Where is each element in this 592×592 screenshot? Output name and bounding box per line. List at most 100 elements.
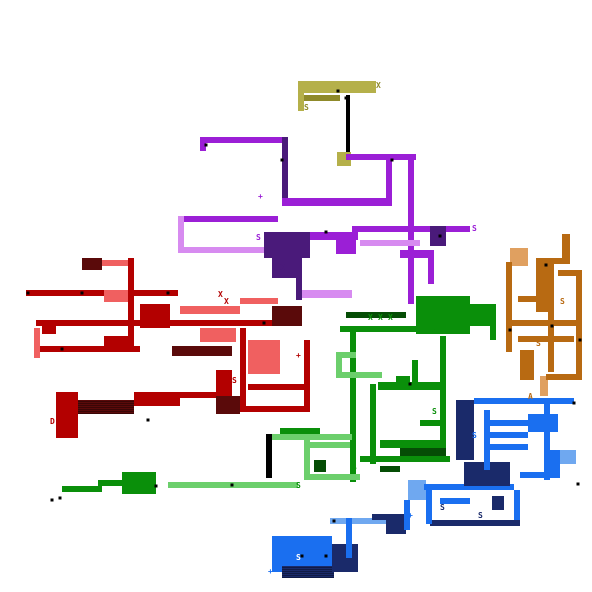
green-drop-b	[412, 360, 418, 390]
orange-ability-marker: A	[528, 392, 533, 401]
red-plus-marker: +	[296, 351, 301, 360]
blue-ladder-1	[484, 420, 528, 426]
door-dot	[390, 158, 394, 162]
room-hatch-line	[78, 407, 134, 408]
red-room-nw	[82, 258, 102, 270]
door-dot	[50, 498, 54, 502]
red-room-e	[272, 306, 302, 326]
green-link-a	[336, 352, 356, 358]
purple-drop-c	[428, 250, 434, 284]
red-save-marker-2: S	[232, 376, 237, 385]
green-corridor-d	[360, 456, 450, 462]
orange-corridor-d	[518, 296, 548, 302]
blue-corridor-e	[520, 472, 560, 478]
door-dot	[578, 338, 582, 342]
door-dot	[166, 291, 170, 295]
orange-top-link	[536, 258, 568, 264]
red-room-center	[140, 304, 170, 328]
red-corridor-h	[240, 406, 310, 412]
blue-room-d	[408, 480, 426, 500]
red-corridor-e	[180, 306, 240, 314]
purple-far-room	[430, 226, 446, 246]
purple-top-left-stub	[200, 137, 206, 151]
red-door-marker: D	[50, 417, 55, 426]
purple-right-drop	[386, 154, 392, 204]
green-blocked-marker-3: X	[388, 313, 393, 322]
red-room-sw-hatch	[78, 400, 134, 414]
red-room-c	[104, 336, 134, 350]
purple-plus-marker: +	[258, 192, 263, 201]
blue-room-f	[528, 414, 558, 432]
blue-save-marker-2: S	[472, 431, 477, 440]
green-save-marker: S	[432, 407, 437, 416]
blue-room-b	[332, 544, 358, 572]
red-room-w	[104, 290, 128, 302]
red-corridor-f	[240, 298, 278, 304]
room-hatch-line	[282, 573, 334, 574]
purple-ability-marker: A	[270, 215, 275, 224]
blue-drop-d	[426, 490, 432, 524]
blue-ladder-3	[484, 444, 528, 450]
door-dot	[230, 483, 234, 487]
room-hatch-line	[282, 575, 334, 576]
room-hatch-line	[78, 401, 134, 402]
green-room-c	[400, 448, 446, 458]
blue-corridor-f	[430, 520, 520, 526]
blue-room-i	[492, 496, 504, 510]
blue-save-marker-3: S	[440, 503, 445, 512]
purple-mid-corridor	[282, 198, 392, 206]
red-shaft-a	[128, 258, 134, 348]
green-corridor-e	[380, 466, 400, 472]
blue-corridor-d	[474, 398, 574, 404]
green-room-d	[280, 428, 320, 438]
olive-blocked-marker: X	[376, 81, 381, 90]
blue-plus-marker-2: +	[408, 511, 413, 520]
blue-save-marker: S	[296, 553, 301, 562]
green-corridor-h	[98, 480, 124, 486]
green-shaft-a	[350, 332, 356, 482]
purple-west-low	[178, 247, 270, 253]
door-dot	[300, 554, 304, 558]
red-room-big	[248, 340, 280, 374]
purple-west-drop	[178, 216, 184, 252]
purple-shaft-a	[282, 137, 288, 201]
orange-save-marker-2: S	[536, 339, 541, 348]
red-blocked-marker: X	[218, 290, 223, 299]
green-link-b	[342, 372, 382, 378]
room-hatch-line	[78, 413, 134, 414]
door-dot	[146, 418, 150, 422]
door-dot	[204, 143, 208, 147]
green-shaft-black	[266, 434, 272, 478]
door-dot	[26, 291, 30, 295]
blue-shaft-a	[484, 410, 490, 470]
green-save-marker-2: S	[352, 463, 357, 472]
blue-ladder-2	[484, 432, 528, 438]
red-shaft-b	[240, 328, 246, 408]
blue-shaft-b	[544, 400, 550, 480]
purple-save-marker: S	[256, 233, 261, 242]
olive-room-left	[298, 81, 304, 111]
blue-drop-a	[346, 518, 352, 558]
room-hatch-line	[282, 567, 334, 568]
purple-top-corridor	[204, 137, 288, 143]
green-drop-d	[304, 440, 310, 480]
purple-drop-b	[296, 250, 302, 300]
room-hatch-line	[78, 409, 134, 410]
green-room-e	[314, 460, 326, 472]
door-dot	[324, 554, 328, 558]
room-hatch-line	[78, 405, 134, 406]
green-room-b	[396, 376, 410, 388]
orange-corridor-b	[518, 336, 574, 342]
blue-corridor-a	[330, 518, 410, 524]
green-link-c	[420, 420, 446, 426]
purple-core-lower	[272, 258, 300, 278]
door-dot	[332, 519, 336, 523]
olive-shaft	[346, 95, 350, 155]
red-corridor-g	[180, 392, 216, 398]
door-dot	[58, 496, 62, 500]
green-corridor-c	[380, 440, 446, 448]
room-hatch-line	[282, 569, 334, 570]
orange-central-room	[536, 262, 550, 312]
red-shaft-c	[304, 340, 310, 412]
